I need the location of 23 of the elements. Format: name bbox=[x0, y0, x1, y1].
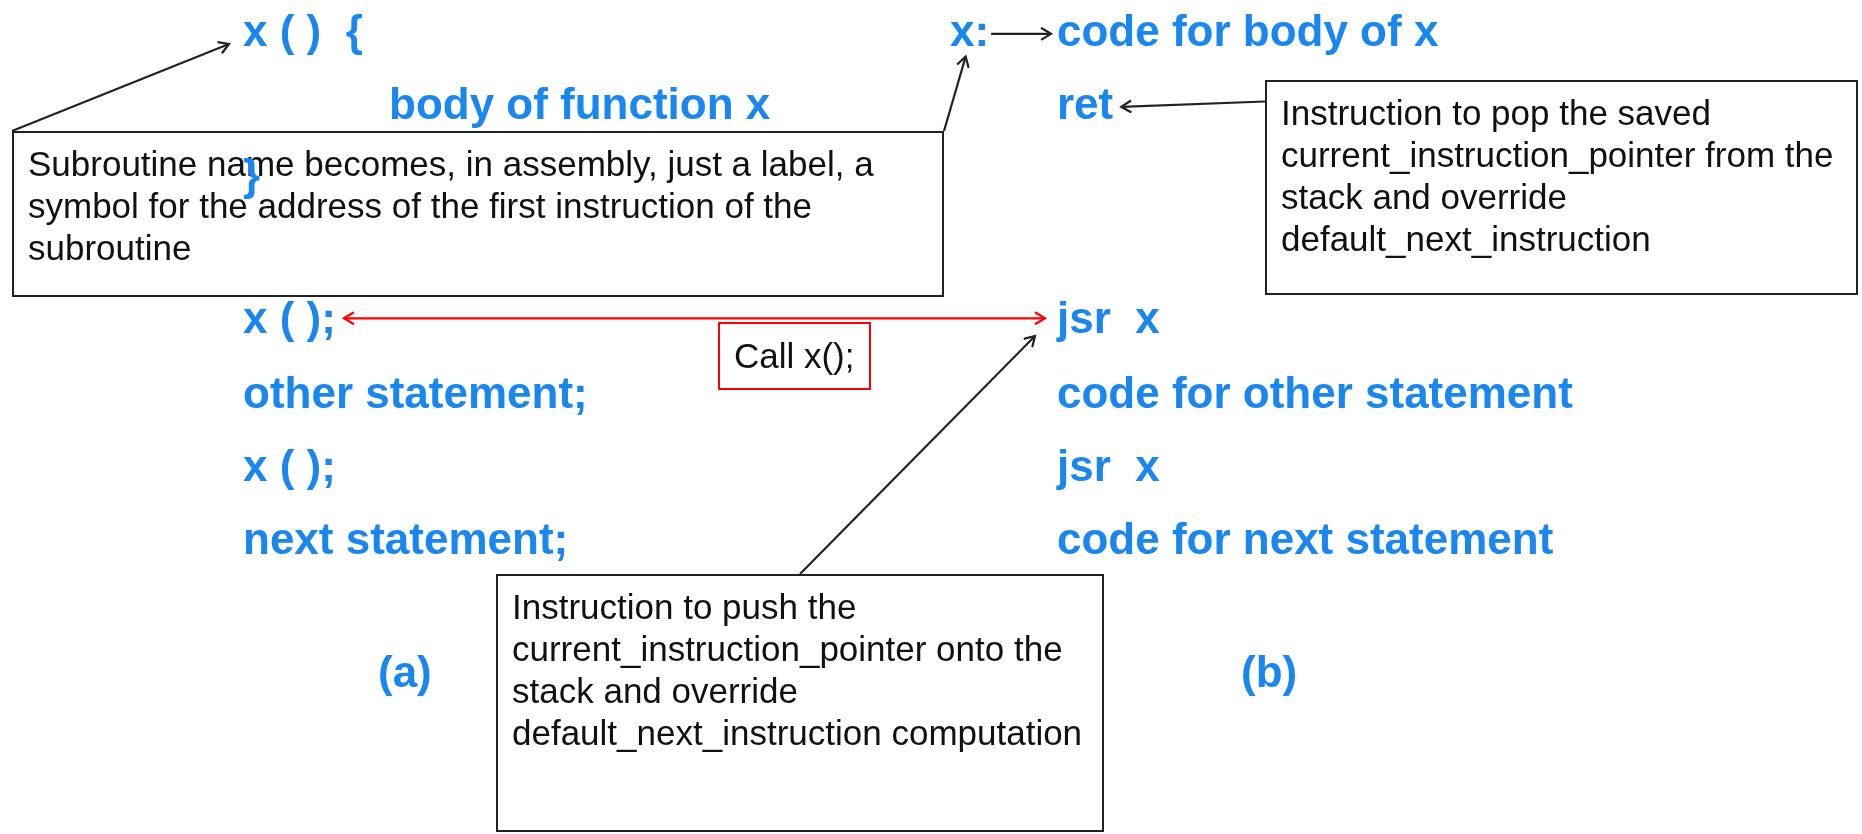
code-line: body of function x bbox=[389, 79, 771, 130]
code-line: x ( ); bbox=[243, 441, 336, 492]
leader-line bbox=[11, 41, 231, 133]
code-line: (a) bbox=[378, 647, 432, 698]
edge-label: Call x(); bbox=[717, 322, 871, 391]
code-line: other statement; bbox=[243, 368, 588, 419]
code-line: code for other statement bbox=[1057, 368, 1573, 419]
leader-line bbox=[942, 55, 970, 132]
callout-box: Instruction to pop the saved current_instruction_pointer from the stack and override default_next_instruction bbox=[1265, 80, 1858, 295]
arrow bbox=[991, 26, 1053, 41]
code-line: jsr x bbox=[1057, 293, 1160, 344]
double-arrow bbox=[342, 311, 1047, 326]
code-line: code for next statement bbox=[1057, 514, 1554, 565]
leader-line bbox=[799, 334, 1037, 575]
code-line: jsr x bbox=[1057, 441, 1160, 492]
code-line: code for body of x bbox=[1057, 6, 1439, 57]
callout-box: Instruction to push the current_instruction_pointer onto the stack and override default_next_instruction computation bbox=[496, 574, 1104, 832]
code-line: (b) bbox=[1241, 647, 1298, 698]
code-line: x ( ) { bbox=[243, 6, 363, 57]
code-line: x: bbox=[950, 6, 990, 57]
code-line: next statement; bbox=[243, 514, 569, 565]
code-line: ret bbox=[1057, 79, 1114, 130]
leader-line bbox=[1120, 99, 1266, 114]
